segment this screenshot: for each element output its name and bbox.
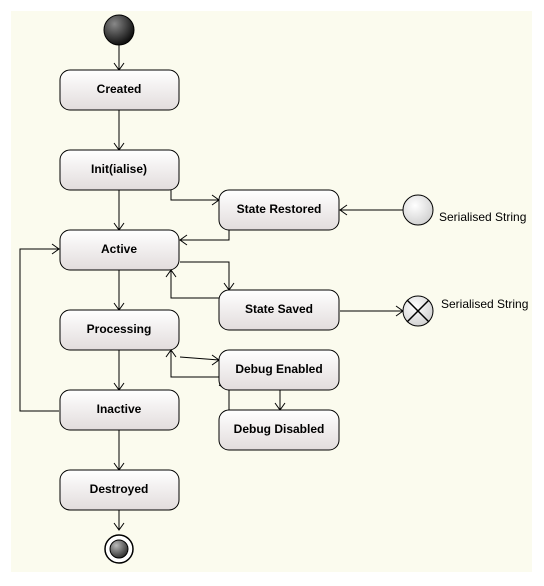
state-debug-disabled[interactable]: Debug Disabled bbox=[218, 409, 340, 451]
state-init-label: Init(ialise) bbox=[91, 162, 147, 176]
edge-restored-active bbox=[180, 230, 230, 241]
state-init[interactable]: Init(ialise) bbox=[59, 149, 180, 191]
state-saved-label: State Saved bbox=[245, 302, 313, 316]
state-debug-enabled[interactable]: Debug Enabled bbox=[218, 349, 340, 391]
state-active-label: Active bbox=[101, 242, 137, 256]
edge-saved-active bbox=[170, 270, 219, 299]
state-destroyed[interactable]: Destroyed bbox=[59, 469, 180, 511]
restored-source-label: Serialised String bbox=[439, 210, 526, 224]
state-restored-label: State Restored bbox=[237, 202, 322, 216]
state-debug-enabled-label: Debug Enabled bbox=[235, 362, 322, 376]
state-created[interactable]: Created bbox=[59, 69, 180, 111]
edge-init-restored bbox=[170, 190, 219, 201]
edge-inactive-active bbox=[19, 248, 59, 412]
initial-state-icon bbox=[103, 14, 135, 46]
state-inactive[interactable]: Inactive bbox=[59, 389, 180, 431]
state-inactive-label: Inactive bbox=[97, 402, 142, 416]
state-restored[interactable]: State Restored bbox=[218, 189, 340, 231]
sink-cross-b bbox=[406, 299, 430, 323]
edge-debug-processing bbox=[170, 350, 219, 378]
state-processing-label: Processing bbox=[87, 322, 152, 336]
state-saved[interactable]: State Saved bbox=[218, 289, 340, 331]
final-state-inner-icon bbox=[109, 539, 129, 559]
state-destroyed-label: Destroyed bbox=[90, 482, 149, 496]
saved-sink-label: Serialised String bbox=[441, 297, 528, 311]
state-created-label: Created bbox=[97, 82, 142, 96]
state-active[interactable]: Active bbox=[59, 229, 180, 271]
edge-active-saved bbox=[180, 261, 230, 290]
state-processing[interactable]: Processing bbox=[59, 309, 180, 351]
serialised-string-source-icon bbox=[402, 194, 434, 226]
state-debug-disabled-label: Debug Disabled bbox=[234, 422, 325, 436]
edge-processing-debug bbox=[179, 356, 220, 361]
